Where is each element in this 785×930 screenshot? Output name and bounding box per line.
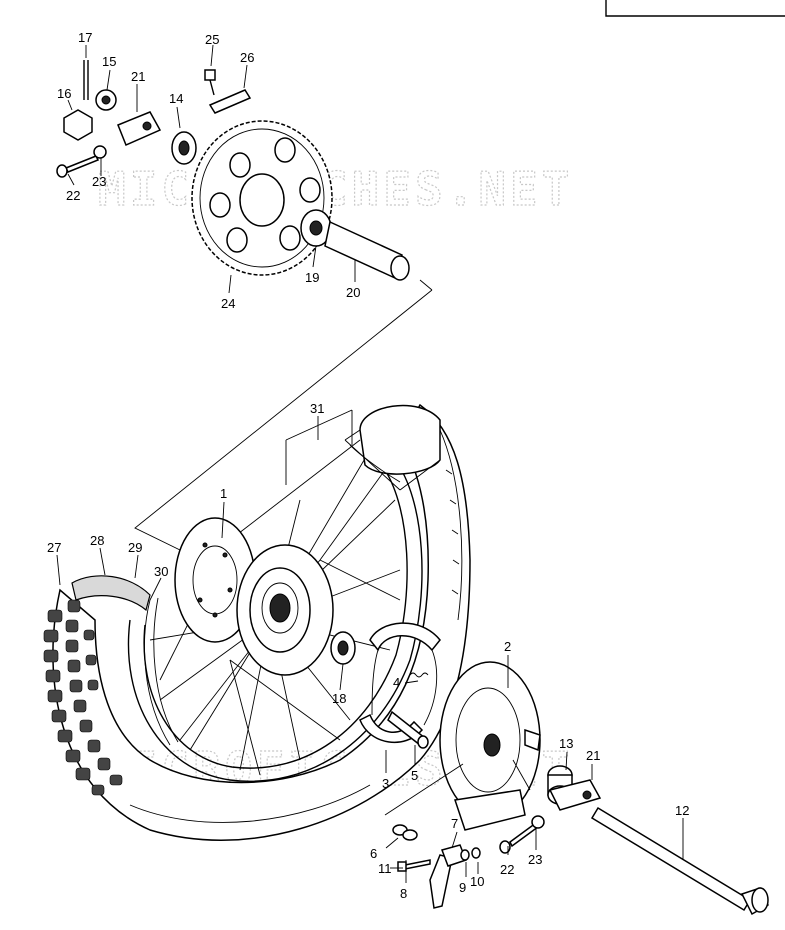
label-6: 6 [370, 846, 377, 861]
chain-adjuster-21-right [548, 779, 602, 811]
label-24: 24 [221, 296, 235, 311]
spring-4 [409, 672, 429, 678]
label-16: 16 [57, 86, 71, 101]
label-7: 7 [451, 816, 458, 831]
label-18: 18 [332, 691, 346, 706]
brake-cam-5 [387, 710, 429, 749]
label-17: 17 [78, 30, 92, 45]
callout-leaders [56, 44, 684, 883]
bolt-22-upper [56, 155, 100, 178]
label-2: 2 [504, 639, 511, 654]
nut-23-upper [93, 145, 107, 159]
label-21-upper: 21 [131, 69, 145, 84]
label-29: 29 [128, 540, 142, 555]
rim-band-and-tube [71, 575, 179, 746]
bearing-18 [330, 631, 356, 665]
spacer-20 [324, 220, 410, 281]
bolt-11 [397, 859, 431, 872]
washer-15 [95, 89, 117, 111]
watermark-top: MICROFICHES.NET [98, 162, 573, 216]
label-13: 13 [559, 736, 573, 751]
bearing-14 [171, 131, 197, 165]
wheel-hub [236, 544, 334, 676]
tire-segment-31 [344, 404, 441, 491]
label-23-lower: 23 [528, 852, 542, 867]
label-10: 10 [470, 874, 484, 889]
label-23-upper: 23 [92, 174, 106, 189]
label-31: 31 [310, 401, 324, 416]
tire-tread-pattern [43, 599, 123, 796]
axle-12 [590, 806, 769, 916]
label-19: 19 [305, 270, 319, 285]
label-1: 1 [220, 486, 227, 501]
label-4: 4 [393, 675, 400, 690]
label-12: 12 [675, 803, 689, 818]
label-22-lower: 22 [500, 862, 514, 877]
label-30: 30 [154, 564, 168, 579]
label-20: 20 [346, 285, 360, 300]
label-21-lower: 21 [586, 748, 600, 763]
label-26: 26 [240, 50, 254, 65]
label-28: 28 [90, 533, 104, 548]
label-5: 5 [411, 768, 418, 783]
cotter-pin-17 [83, 60, 89, 100]
label-14: 14 [169, 91, 183, 106]
brake-shoes [359, 622, 441, 744]
rear-sprocket [191, 120, 333, 276]
label-8: 8 [400, 886, 407, 901]
assembly-leader-lines [134, 279, 531, 816]
brake-panel [439, 661, 541, 831]
washer-9 [460, 849, 470, 861]
label-22-upper: 22 [66, 188, 80, 203]
wheel-rim [127, 459, 423, 782]
label-11: 11 [378, 861, 392, 876]
washer-6 [392, 824, 418, 841]
chain-adjuster-21-left [117, 111, 162, 146]
bolt-25 [204, 69, 216, 96]
label-9: 9 [459, 880, 466, 895]
lock-plate-26 [208, 89, 252, 114]
frame-corner [605, 0, 785, 17]
label-25: 25 [205, 32, 219, 47]
nut-16 [63, 109, 93, 141]
label-3: 3 [382, 776, 389, 791]
label-15: 15 [102, 54, 116, 69]
part-labels: 1 2 3 4 5 6 7 8 9 10 11 12 13 14 15 16 1… [47, 30, 689, 901]
nut-10 [471, 847, 481, 859]
nut-23-lower [531, 815, 545, 829]
label-27: 27 [47, 540, 61, 555]
